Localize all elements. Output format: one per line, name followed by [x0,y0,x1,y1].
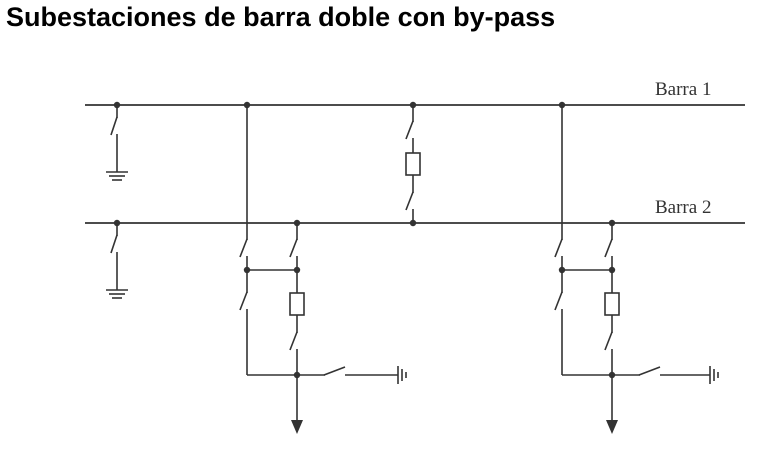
slide-title: Subestaciones de barra doble con by-pass [6,2,556,32]
bus-2-earthing-switch [106,219,128,299]
bus-barra-1: Barra 1 [85,79,745,106]
bus-1-earthing-switch [106,101,128,181]
feeder-right-breaker [604,292,620,316]
coupler-breaker [405,152,421,176]
feeder-left-arrow [291,420,303,434]
bus-barra-2: Barra 2 [85,197,745,224]
bus-coupler [405,101,421,227]
bus-label-barra-1: Barra 1 [655,79,711,100]
feeder-bay-right [554,101,719,434]
feeder-bay-left [239,101,407,434]
feeder-left-breaker [289,292,305,316]
bus-label-barra-2: Barra 2 [655,197,711,218]
feeder-right-arrow [606,420,618,434]
